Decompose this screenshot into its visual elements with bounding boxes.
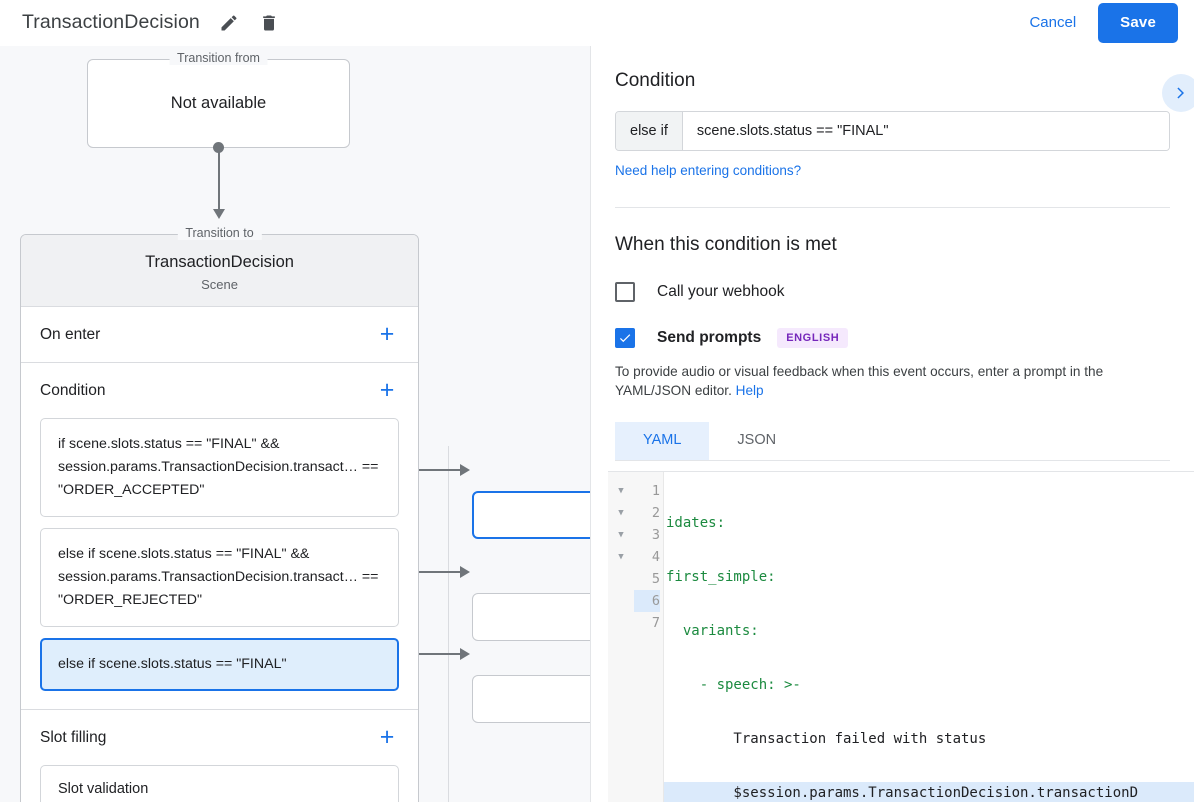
section-header-slot-filling: Slot filling + (40, 710, 399, 765)
call-webhook-label: Call your webhook (657, 283, 785, 300)
check-icon (619, 334, 631, 343)
add-slot-filling-button[interactable]: + (379, 723, 395, 751)
prompt-helper-text: To provide audio or visual feedback when… (615, 362, 1170, 400)
connector-arrow (212, 209, 225, 219)
scene-name: TransactionDecision (145, 253, 294, 271)
line-number: 5 (651, 571, 660, 587)
transition-to-legend: Transition to (177, 226, 262, 240)
code-line-active: $session.params.TransactionDecision.tran… (664, 782, 1194, 802)
transition-from-value: Not available (170, 94, 267, 112)
collapse-panel-button[interactable] (1162, 74, 1194, 112)
section-header-on-enter: On enter + (40, 307, 399, 362)
line-number: 1 (651, 483, 660, 499)
panel-title: Condition (615, 70, 696, 91)
tab-json[interactable]: JSON (737, 432, 777, 448)
condition-item[interactable]: if scene.slots.status == "FINAL" && sess… (40, 418, 399, 517)
section-title-condition: Condition (40, 381, 106, 399)
slot-validation-item[interactable]: Slot validation (40, 765, 399, 802)
transition-from-box: Transition from Not available (87, 51, 350, 148)
transition-from-legend: Transition from (169, 51, 268, 65)
send-prompts-row[interactable]: Send prompts ENGLISH (615, 328, 1170, 348)
transition-to-card: Transition to TransactionDecision Scene … (20, 226, 419, 802)
panel-divider (615, 207, 1170, 208)
pencil-icon (221, 14, 237, 30)
section-title-on-enter: On enter (40, 325, 101, 343)
fold-spacer (608, 568, 634, 590)
when-condition-met-title: When this condition is met (615, 234, 837, 255)
section-slot-filling: Slot filling + Slot validation (21, 710, 418, 802)
line-number: 3 (651, 527, 660, 543)
app-bar: TransactionDecision Cancel Save (0, 0, 1194, 46)
call-webhook-checkbox[interactable] (615, 282, 635, 302)
fold-toggle[interactable]: ▼ (618, 552, 624, 562)
line-number: 7 (651, 615, 660, 631)
delete-button[interactable] (254, 8, 284, 38)
section-header-condition: Condition + (40, 363, 399, 418)
condition-editor-section: Condition else if Need help entering con… (591, 46, 1194, 461)
call-webhook-row[interactable]: Call your webhook (615, 282, 1170, 302)
add-on-enter-button[interactable]: + (379, 320, 395, 348)
target-node-2[interactable] (472, 593, 590, 641)
send-prompts-checkbox[interactable] (615, 328, 635, 348)
section-title-slot-filling: Slot filling (40, 728, 107, 746)
fold-toggle[interactable]: ▼ (618, 508, 624, 518)
fold-toggle[interactable]: ▼ (618, 486, 624, 496)
chevron-right-icon (1177, 87, 1184, 99)
edge-arrow-3 (460, 648, 470, 660)
tab-yaml[interactable]: YAML (615, 422, 710, 460)
code-content[interactable]: idates: first_simple: variants: - speech… (664, 472, 1194, 802)
code-line: idates: (666, 515, 726, 531)
add-condition-button[interactable]: + (379, 376, 395, 404)
line-number: 2 (651, 505, 660, 521)
cancel-button[interactable]: Cancel (1017, 6, 1088, 39)
condition-item-selected[interactable]: else if scene.slots.status == "FINAL" (40, 638, 399, 691)
section-condition: Condition + if scene.slots.status == "FI… (21, 363, 418, 710)
editor-format-tabs: YAML JSON (615, 422, 1170, 461)
yaml-code-editor[interactable]: ▼ ▼ ▼ ▼ 1 2 3 4 5 6 7 idates: first_simp… (608, 471, 1194, 802)
section-on-enter: On enter + (21, 307, 418, 363)
condition-help-link[interactable]: Need help entering conditions? (615, 163, 802, 178)
code-line: - speech: >- (666, 677, 801, 693)
connector-line (217, 148, 220, 211)
edit-name-button[interactable] (214, 8, 244, 38)
slot-filling-list: Slot validation (40, 765, 399, 802)
save-button[interactable]: Save (1098, 2, 1178, 43)
send-prompts-label: Send prompts (657, 329, 762, 346)
target-node-3[interactable] (472, 675, 590, 723)
line-number-active: 6 (634, 590, 660, 612)
fold-spacer (608, 590, 634, 612)
edge-line-2 (404, 571, 462, 573)
graph-rail (448, 446, 449, 802)
connector-start-dot (213, 142, 224, 153)
fold-spacer (608, 612, 634, 634)
condition-list: if scene.slots.status == "FINAL" && sess… (40, 418, 399, 709)
language-badge: ENGLISH (777, 328, 849, 348)
condition-expression-input[interactable] (682, 112, 1169, 150)
prompt-help-link[interactable]: Help (735, 383, 764, 398)
scene-type: Scene (201, 277, 238, 292)
trash-icon (263, 15, 275, 30)
fold-toggle[interactable]: ▼ (618, 530, 624, 540)
scene-graph-canvas[interactable]: Transition from Not available Transition… (0, 46, 590, 802)
fold-gutter: ▼ ▼ ▼ ▼ (608, 472, 634, 802)
condition-item[interactable]: else if scene.slots.status == "FINAL" &&… (40, 528, 399, 627)
prompt-helper-sentence: To provide audio or visual feedback when… (615, 364, 1104, 398)
edge-arrow-2 (460, 566, 470, 578)
code-line: Transaction failed with status (666, 731, 987, 747)
code-line: variants: (666, 623, 759, 639)
edge-line-1 (404, 469, 462, 471)
edge-line-3 (404, 653, 462, 655)
code-line: first_simple: (666, 569, 776, 585)
condition-prefix-label: else if (616, 112, 683, 150)
scene-header[interactable]: TransactionDecision Scene (21, 235, 418, 307)
target-node-1[interactable] (472, 491, 590, 539)
edge-arrow-1 (460, 464, 470, 476)
line-number: 4 (651, 549, 660, 565)
page-title: TransactionDecision (22, 11, 200, 33)
line-number-gutter: 1 2 3 4 5 6 7 (634, 472, 664, 802)
condition-input-row[interactable]: else if (615, 111, 1170, 151)
